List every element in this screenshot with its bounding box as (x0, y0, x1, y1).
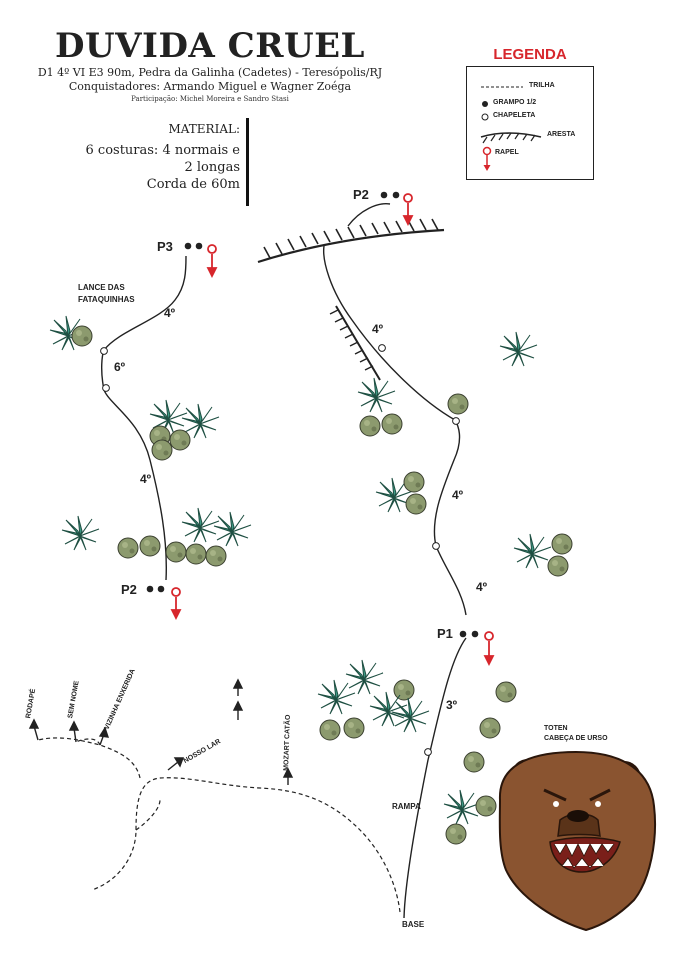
grade-label: 3º (446, 698, 458, 712)
route-line-p2-top (347, 203, 391, 227)
grade-label: 4º (452, 488, 464, 502)
arete-top (257, 218, 445, 264)
base-label: BASE (402, 920, 425, 929)
grade-label: 4º (476, 580, 488, 594)
material-title: MATERIAL: (168, 122, 240, 136)
grade-label: 4º (140, 472, 152, 486)
belay-label-p2-left: P2 (121, 582, 137, 597)
topo-title: DUVIDA CRUEL (55, 26, 365, 66)
vegetation-icons (49, 315, 573, 845)
belay-label-p2-top: P2 (353, 187, 369, 202)
legend-box: TRILHA GRAMPO 1/2 CHAPELETA ARESTA RAPEL (466, 66, 594, 180)
legend-label-trilha: TRILHA (529, 82, 555, 89)
toten-label: TOTEN CABEÇA DE URSO (544, 725, 608, 742)
bolts (100, 344, 460, 756)
material-line: 2 longas (184, 160, 240, 175)
material-line: Corda de 60m (146, 177, 240, 192)
route-line-right-middle (433, 419, 467, 616)
participation-text: Participação: Michel Moreira e Sandro St… (131, 95, 289, 103)
rappel-icon (482, 146, 492, 171)
rampa-label: RAMPA (392, 802, 421, 811)
legend-label-chapeleta: CHAPELETA (493, 112, 536, 119)
approach-trails (37, 737, 401, 913)
hollow-dot-icon (481, 113, 489, 121)
belay-anchors (146, 191, 479, 638)
conquerors-text: Conquistadores: Armando Miguel e Wagner … (68, 80, 352, 93)
material-divider (246, 118, 249, 206)
trail-arrows (28, 678, 294, 785)
arete-side (329, 305, 381, 381)
filled-dot-icon (482, 101, 488, 107)
route-line-left (101, 255, 187, 581)
material-list: 6 costuras: 4 normais e 2 longas Corda d… (70, 142, 240, 193)
route-subtitle: D1 4º VI E3 90m, Pedra da Galinha (Cadet… (37, 66, 383, 79)
legend-icons (480, 86, 542, 171)
grade-label: 4º (372, 322, 384, 336)
belay-label-p1: P1 (437, 626, 453, 641)
grade-label: 4º (164, 306, 176, 320)
belay-label-p3: P3 (157, 239, 173, 254)
arete-icon (480, 132, 542, 144)
route-line-right-upper (323, 245, 456, 421)
rappel-markers (170, 193, 495, 667)
legend-title: LEGENDA (493, 46, 567, 63)
route-line-right-lower (403, 637, 467, 919)
material-line: 6 costuras: 4 normais e (85, 143, 240, 158)
lance-label: LANCE DAS FATAQUINHAS (78, 283, 135, 304)
legend-label-grampo: GRAMPO 1/2 (493, 99, 537, 106)
legend-label-aresta: ARESTA (547, 131, 576, 138)
legend-label-rapel: RAPEL (495, 149, 519, 156)
bear-head-icon (498, 750, 657, 932)
grade-label: 6º (114, 360, 126, 374)
